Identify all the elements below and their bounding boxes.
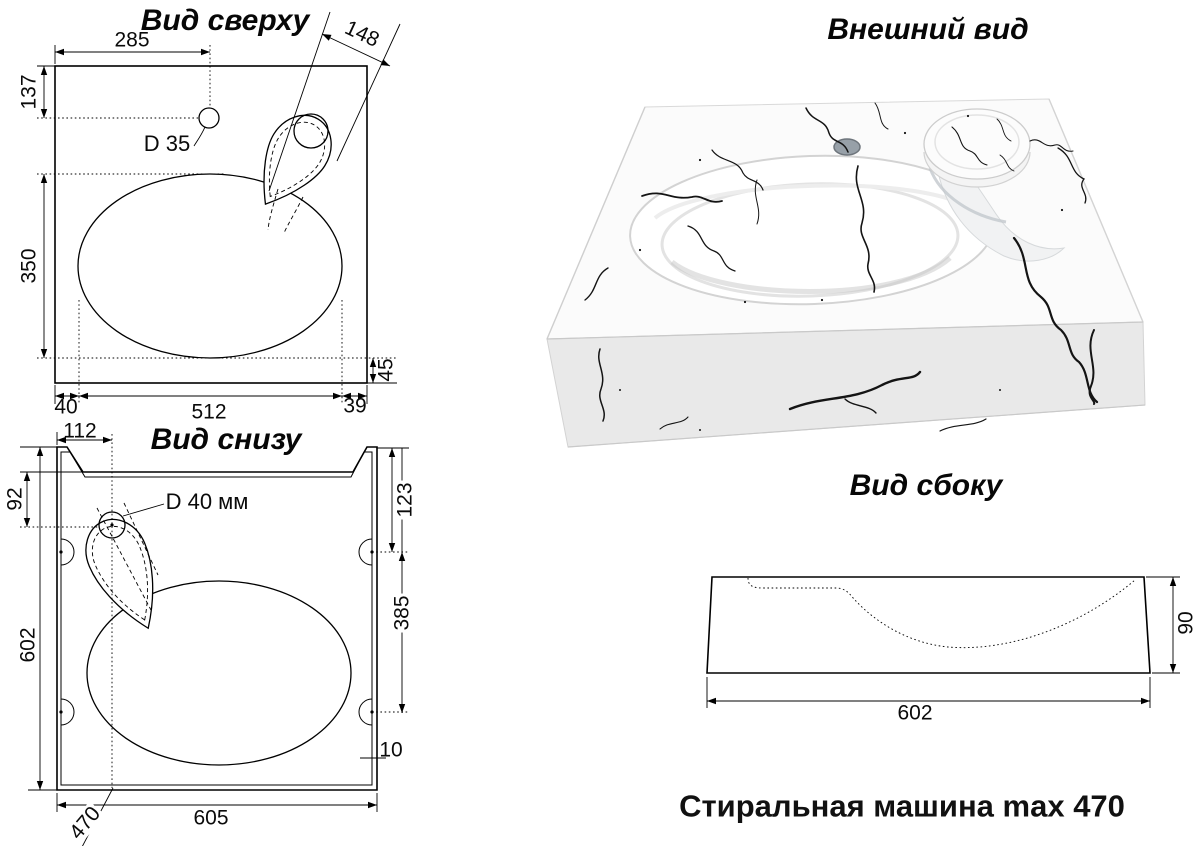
overflow-hole-outline <box>198 107 220 129</box>
dim-label-123: 123 <box>393 480 417 520</box>
dim-label-605: 605 <box>193 806 229 830</box>
drain-hole-label: D 40 мм <box>165 489 249 514</box>
dim-label-512: 512 <box>191 400 227 424</box>
sink-front-face <box>546 321 1146 448</box>
top-view-title: Вид сверху <box>140 4 310 37</box>
drain-hole-outline <box>98 511 126 539</box>
dim-label-602-bottom: 602 <box>16 627 40 663</box>
external-view-title: Внешний вид <box>827 13 1029 46</box>
external-view-photo <box>546 98 1146 448</box>
dim-label-350: 350 <box>17 248 41 284</box>
marble-veins <box>584 102 1099 432</box>
dim-label-385: 385 <box>390 593 414 633</box>
soap-platform <box>923 108 1066 262</box>
dim-label-112: 112 <box>63 419 97 443</box>
side-view-drawing <box>706 576 1180 708</box>
dim-label-10: 10 <box>379 738 403 762</box>
dim-label-137: 137 <box>17 74 41 110</box>
overflow-hole-label: D 35 <box>143 131 191 156</box>
side-view-title: Вид сбоку <box>849 469 1003 502</box>
washing-machine-note: Стиральная машина max 470 <box>679 788 1125 824</box>
bottom-view-drawing <box>20 432 409 846</box>
dim-label-45: 45 <box>374 358 398 382</box>
dim-label-285: 285 <box>114 28 150 52</box>
faucet-hole-outline <box>293 113 329 149</box>
dim-label-90: 90 <box>1174 611 1198 635</box>
bottom-view-title: Вид снизу <box>150 423 302 456</box>
dim-label-602-side: 602 <box>897 701 933 725</box>
top-view-drawing <box>37 11 401 404</box>
dim-label-92: 92 <box>3 487 27 511</box>
dim-label-40: 40 <box>54 395 78 419</box>
dim-label-39: 39 <box>343 394 367 418</box>
